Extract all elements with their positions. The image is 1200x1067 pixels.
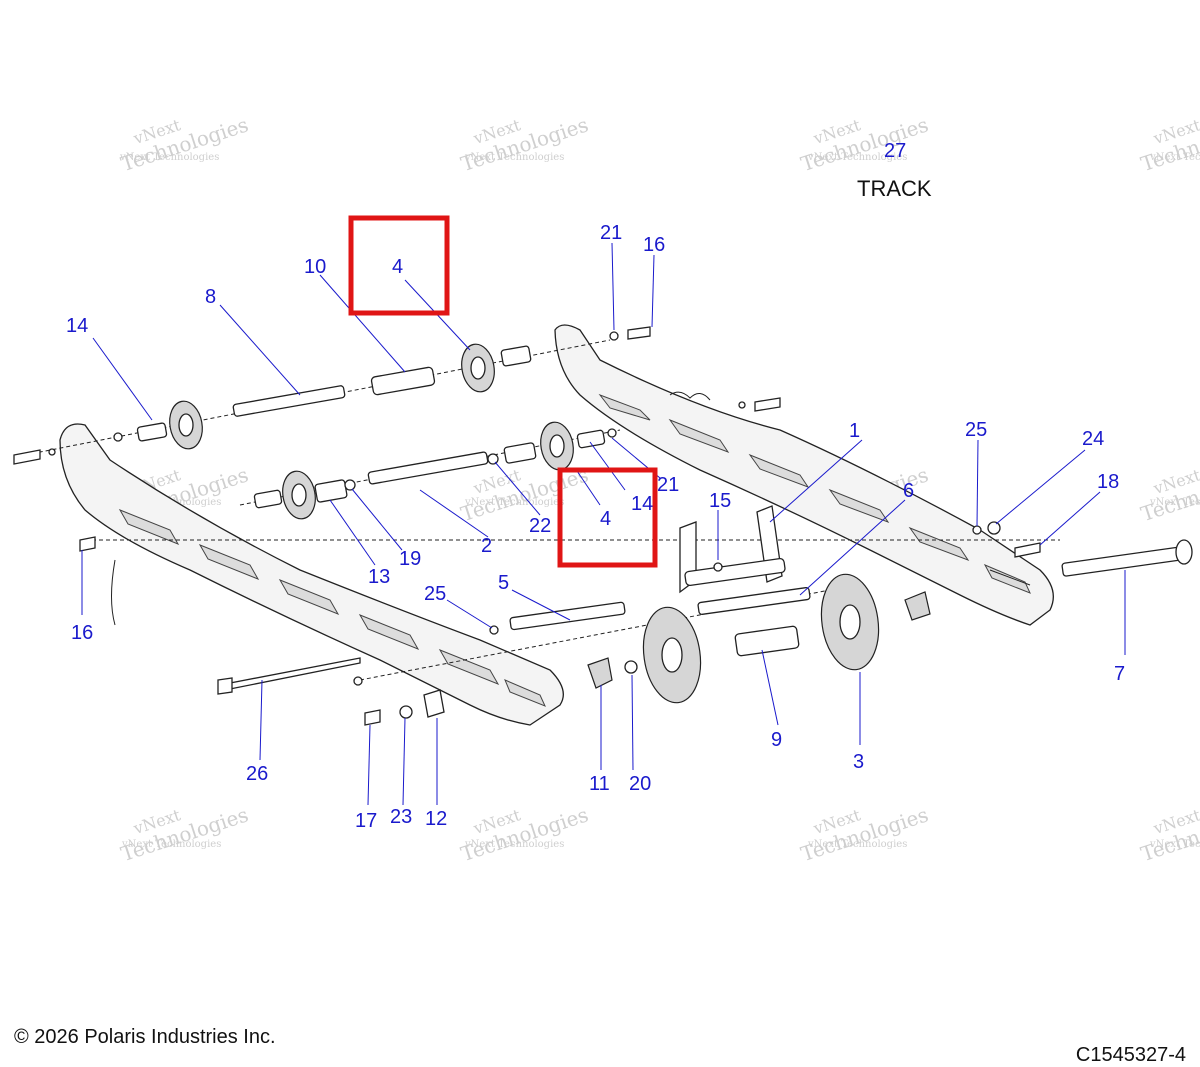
watermark: vNext Technologies (1138, 112, 1200, 176)
copyright-text: © 2026 Polaris Industries Inc. (14, 1026, 276, 1048)
callout-20: 20 (629, 773, 651, 795)
callout-15: 15 (709, 490, 731, 512)
callout-21-upper: 21 (600, 222, 622, 244)
clip-19 (344, 479, 356, 491)
watermark: vNext Technologies (798, 802, 931, 866)
spacer-middle (314, 479, 348, 503)
callout-8: 8 (205, 286, 216, 308)
cap-right (904, 591, 931, 621)
watermark-text: vNext Technologies (1149, 497, 1200, 508)
callout-4-upper: 4 (392, 256, 403, 278)
bushing-22 (503, 442, 537, 464)
callout-27: 27 (884, 140, 906, 162)
callout-18: 18 (1097, 471, 1119, 493)
rail-right (554, 324, 1054, 626)
highlight-box-lower (557, 467, 658, 568)
highlight-box-upper (348, 215, 450, 316)
watermark-text: vNext Technologies (1149, 839, 1200, 850)
callout-25-right: 25 (965, 419, 987, 441)
figure-id: C1545327-4 (1075, 1044, 1186, 1066)
shaft-5 (509, 601, 626, 631)
nut-24 (987, 521, 1001, 535)
watermark-text: vNext Technologies (464, 497, 564, 508)
callout-22: 22 (529, 515, 551, 537)
washer-23 (399, 705, 413, 719)
watermark-text: vNext Technologies (119, 152, 219, 163)
spacer-10 (370, 366, 436, 396)
plate-12 (423, 689, 445, 718)
bolt-17 (364, 709, 381, 726)
bolt-16-upper (627, 326, 651, 340)
shaft-6 (697, 587, 811, 615)
callout-9: 9 (771, 729, 782, 751)
callout-19: 19 (399, 548, 421, 570)
callout-11: 11 (589, 773, 610, 795)
callout-3: 3 (853, 751, 864, 773)
washer-left-end (113, 432, 123, 442)
watermark: vNext Technologies (458, 112, 591, 176)
watermark-text: vNext Technologies (121, 839, 221, 850)
watermark-text: vNext Technologies (807, 152, 907, 163)
callout-12: 12 (425, 808, 447, 830)
watermark-text: vNext Technologies (464, 152, 564, 163)
callout-2: 2 (481, 535, 492, 557)
pin-15 (713, 562, 723, 572)
rail-left (59, 423, 564, 726)
callout-25-left: 25 (424, 583, 446, 605)
track-label: TRACK (857, 176, 932, 201)
shaft-8 (232, 385, 346, 417)
shaft-2 (367, 451, 489, 485)
callout-24: 24 (1082, 428, 1104, 450)
callout-4-lower: 4 (600, 508, 611, 530)
bushing-top (500, 345, 532, 367)
watermark: vNext Technologies (1138, 462, 1200, 526)
leader-lines (81, 242, 1126, 806)
shaft-7 (1061, 546, 1185, 577)
callout-1: 1 (849, 420, 860, 442)
bolt-right-middle (754, 397, 781, 412)
cap-11 (587, 657, 613, 689)
bolt-left-end (13, 449, 41, 465)
callout-10: 10 (304, 256, 326, 278)
callout-6: 6 (903, 480, 914, 502)
watermark-text: vNext Technologies (807, 839, 907, 850)
crossbar (684, 557, 786, 587)
callout-26: 26 (246, 763, 268, 785)
long-bolt-26 (224, 657, 361, 691)
watermark: vNext Technologies (458, 802, 591, 866)
bolt-18 (1014, 542, 1041, 558)
lower-assembly (79, 505, 1193, 726)
bushing-14 (136, 422, 168, 442)
bushing-14-right (576, 429, 606, 449)
watermark: vNext Technologies (118, 112, 251, 176)
highlights (348, 215, 658, 568)
washer-21-upper (609, 331, 619, 341)
spacer-9 (734, 625, 800, 657)
bolt-16-lower (79, 536, 96, 552)
callouts: 1 2 3 4 4 5 6 7 8 9 10 11 12 13 14 14 15… (66, 140, 1125, 832)
callout-16-upper: 16 (643, 234, 665, 256)
watermark-text: vNext Technologies (1149, 152, 1200, 163)
washer-21-lower (607, 428, 617, 438)
washer-25-right (972, 525, 982, 535)
watermark-text: vNext Technologies (464, 839, 564, 850)
bushing-13 (253, 489, 283, 509)
callout-14-left: 14 (66, 315, 88, 337)
callout-5: 5 (498, 572, 509, 594)
washer-20 (624, 660, 638, 674)
watermark: vNext Technologies (798, 112, 931, 176)
callout-23: 23 (390, 806, 412, 828)
callout-14-right: 14 (631, 493, 653, 515)
callout-7: 7 (1114, 663, 1125, 685)
watermark: vNext Technologies (1138, 802, 1200, 866)
callout-17: 17 (355, 810, 377, 832)
callout-21-lower: 21 (657, 474, 679, 496)
callout-16-lower: 16 (71, 622, 93, 644)
watermark: vNext Technologies (118, 802, 251, 866)
callout-13: 13 (368, 566, 390, 588)
clip-22 (487, 453, 499, 465)
top-shaft-assembly (13, 326, 651, 465)
